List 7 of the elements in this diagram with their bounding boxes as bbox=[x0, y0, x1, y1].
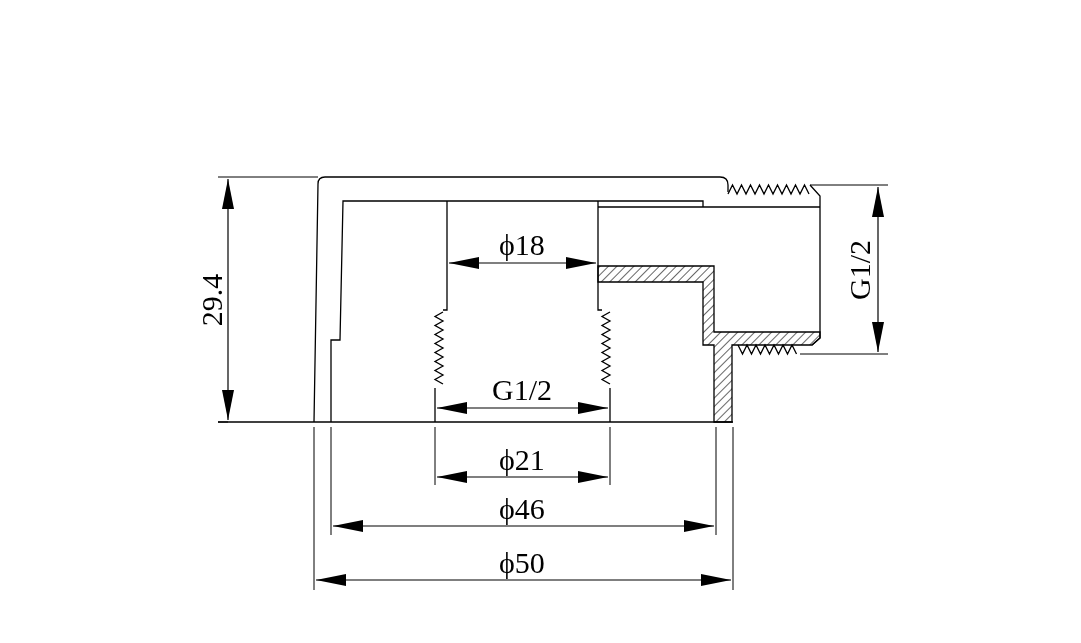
dimension-value: ϕ21 bbox=[499, 445, 545, 475]
dimension-value: G1/2 bbox=[492, 375, 552, 405]
dimension-value: ϕ18 bbox=[499, 230, 545, 260]
dimension-value: G1/2 bbox=[845, 240, 875, 300]
dimension-value: ϕ50 bbox=[499, 548, 545, 578]
dimension-value: 29.4 bbox=[196, 273, 227, 327]
dimension-value: ϕ46 bbox=[499, 494, 545, 524]
